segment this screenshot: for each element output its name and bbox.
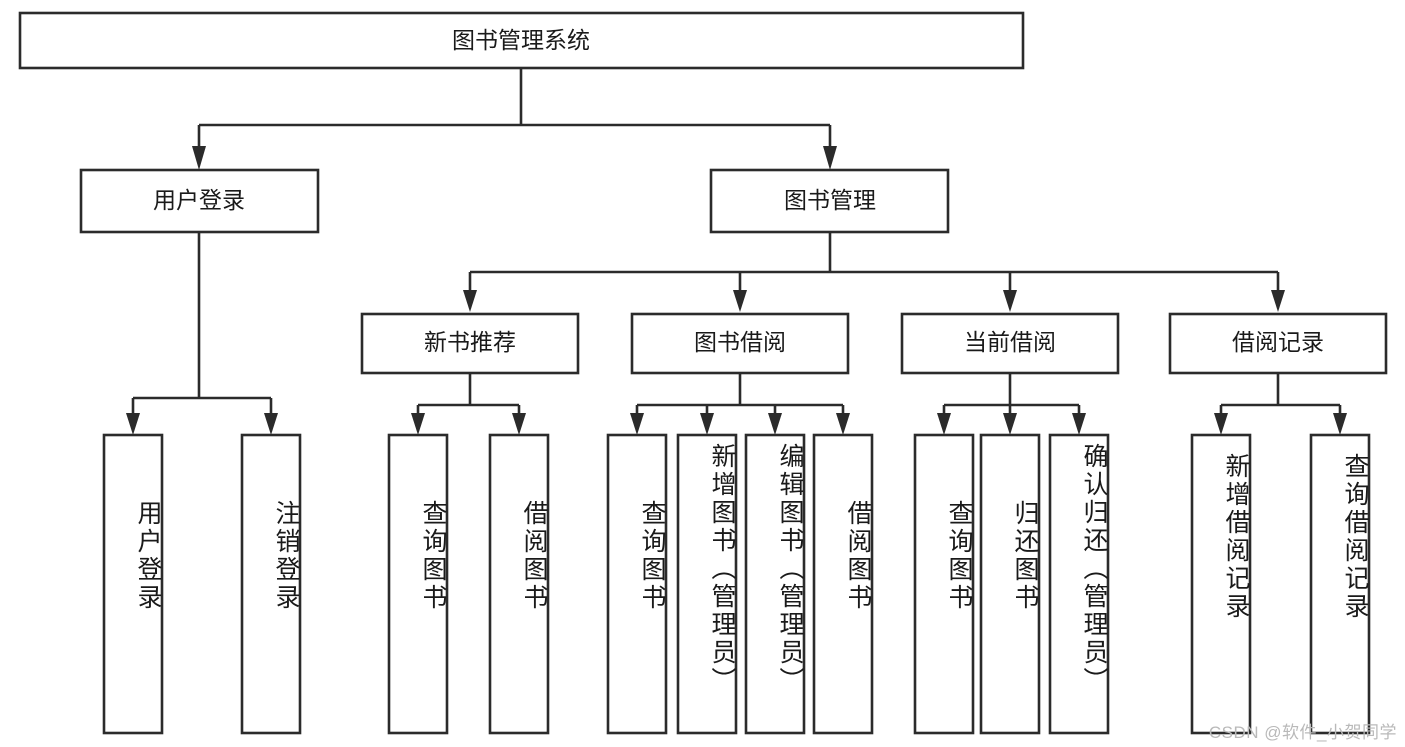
connector-group-root xyxy=(192,68,837,170)
node-current-borrow[interactable]: 当前借阅 xyxy=(900,312,1120,375)
node-new-book-recommend-label: 新书推荐 xyxy=(424,329,516,355)
arrowhead-leaf-user-login xyxy=(126,413,140,435)
leaf-box-borrowrecord-query[interactable] xyxy=(1309,433,1371,735)
connector-group-borrow-record xyxy=(1214,373,1347,435)
node-book-borrow[interactable]: 图书借阅 xyxy=(630,312,850,375)
connector-group-book-borrow xyxy=(630,373,850,435)
connector-group-current-borrow xyxy=(937,373,1086,435)
arrowhead-new-book xyxy=(463,290,477,312)
leaf-box-bookborrow-borrow[interactable] xyxy=(812,433,874,735)
connector-group-new-book xyxy=(411,373,526,435)
leaf-box-currentborrow-confirm[interactable] xyxy=(1048,433,1110,735)
node-current-borrow-box[interactable] xyxy=(900,312,1120,375)
arrowhead-bookborrow-leaf1 xyxy=(630,413,644,435)
leaf-box-user-login[interactable] xyxy=(102,433,164,735)
arrowhead-borrow-record xyxy=(1271,290,1285,312)
arrowhead-bookborrow-leaf2 xyxy=(700,413,714,435)
leaf-box-bookborrow-edit[interactable] xyxy=(744,433,806,735)
arrowhead-borrowrecord-leaf1 xyxy=(1214,413,1228,435)
node-book-management[interactable]: 图书管理 xyxy=(709,168,950,234)
arrowhead-currentborrow-leaf1 xyxy=(937,413,951,435)
leaf-box-logout[interactable] xyxy=(240,433,302,735)
node-root[interactable]: 图书管理系统 xyxy=(18,11,1025,70)
leaf-box-currentborrow-query[interactable] xyxy=(913,433,975,735)
node-new-book-recommend-box[interactable] xyxy=(360,312,580,375)
arrowhead-currentborrow-leaf2 xyxy=(1003,413,1017,435)
leaf-box-currentborrow-return[interactable] xyxy=(979,433,1041,735)
arrowhead-current-borrow xyxy=(1003,290,1017,312)
leaf-boxes-new-book xyxy=(387,433,550,735)
node-user-login-box[interactable] xyxy=(79,168,320,234)
leaf-box-bookborrow-query[interactable] xyxy=(606,433,668,735)
node-book-borrow-box[interactable] xyxy=(630,312,850,375)
node-user-login[interactable]: 用户登录 xyxy=(79,168,320,234)
arrowhead-user-login xyxy=(192,146,206,170)
node-current-borrow-label: 当前借阅 xyxy=(964,329,1056,355)
arrowhead-bookborrow-leaf3 xyxy=(768,413,782,435)
node-book-management-label: 图书管理 xyxy=(784,187,876,213)
leaf-boxes-current-borrow xyxy=(913,433,1110,735)
arrowhead-borrowrecord-leaf2 xyxy=(1333,413,1347,435)
arrowhead-newbook-leaf2 xyxy=(512,413,526,435)
node-borrow-record-label: 借阅记录 xyxy=(1232,329,1324,355)
arrowhead-leaf-logout xyxy=(264,413,278,435)
leaf-boxes-book-borrow xyxy=(606,433,874,735)
node-book-management-box[interactable] xyxy=(709,168,950,234)
leaf-box-bookborrow-add[interactable] xyxy=(676,433,738,735)
node-root-label: 图书管理系统 xyxy=(452,27,590,53)
node-borrow-record-box[interactable] xyxy=(1168,312,1388,375)
leaf-box-borrowrecord-add[interactable] xyxy=(1190,433,1252,735)
leaf-boxes-borrow-record xyxy=(1190,433,1371,735)
connector-group-user-login xyxy=(126,232,278,435)
watermark-text: CSDN @软件_小贺同学 xyxy=(1208,723,1397,742)
node-book-borrow-label: 图书借阅 xyxy=(694,329,786,355)
node-borrow-record[interactable]: 借阅记录 xyxy=(1168,312,1388,375)
arrowhead-book-mgmt xyxy=(823,146,837,170)
arrowhead-currentborrow-leaf3 xyxy=(1072,413,1086,435)
node-root-box[interactable] xyxy=(18,11,1025,70)
node-new-book-recommend[interactable]: 新书推荐 xyxy=(360,312,580,375)
leaf-box-newbook-borrow[interactable] xyxy=(488,433,550,735)
leaf-boxes-user-login xyxy=(102,433,302,735)
arrowhead-newbook-leaf1 xyxy=(411,413,425,435)
connector-group-book-mgmt xyxy=(463,232,1285,312)
arrowhead-bookborrow-leaf4 xyxy=(836,413,850,435)
arrowhead-book-borrow xyxy=(733,290,747,312)
node-user-login-label: 用户登录 xyxy=(153,187,245,213)
leaf-box-newbook-query[interactable] xyxy=(387,433,449,735)
